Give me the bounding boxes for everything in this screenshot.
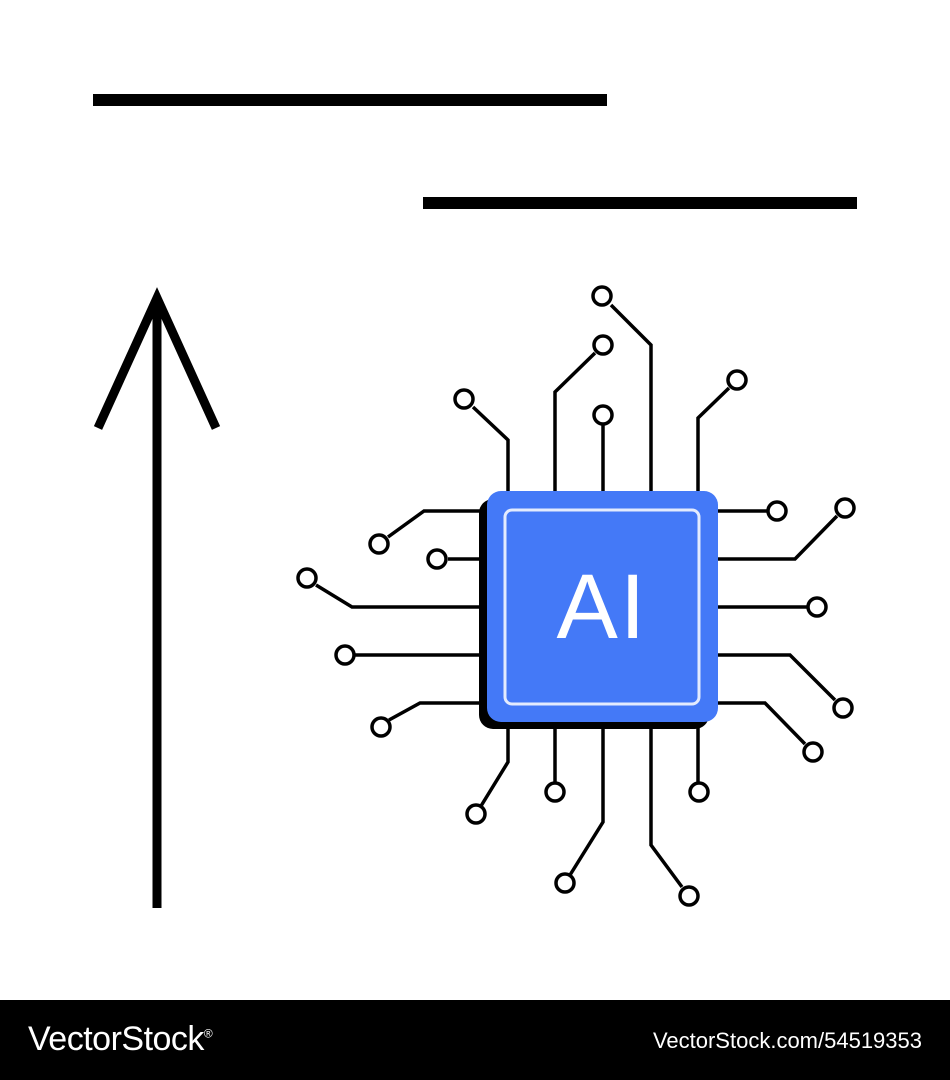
up-arrow-icon [93, 287, 221, 908]
watermark-footer: VectorStock® VectorStock.com/54519353 [0, 1000, 950, 1080]
circuit-terminals [296, 285, 856, 907]
circuit-traces [315, 303, 839, 889]
illustration-svg [93, 94, 857, 908]
brand-name: VectorStock [28, 1020, 204, 1058]
brand-logo: VectorStock® [28, 1020, 213, 1059]
image-id-label: VectorStock.com/54519353 [652, 1028, 922, 1053]
cpu-chip-icon [479, 491, 718, 729]
chip-label: AI [556, 556, 648, 658]
brand-mark: ® [203, 1026, 213, 1041]
